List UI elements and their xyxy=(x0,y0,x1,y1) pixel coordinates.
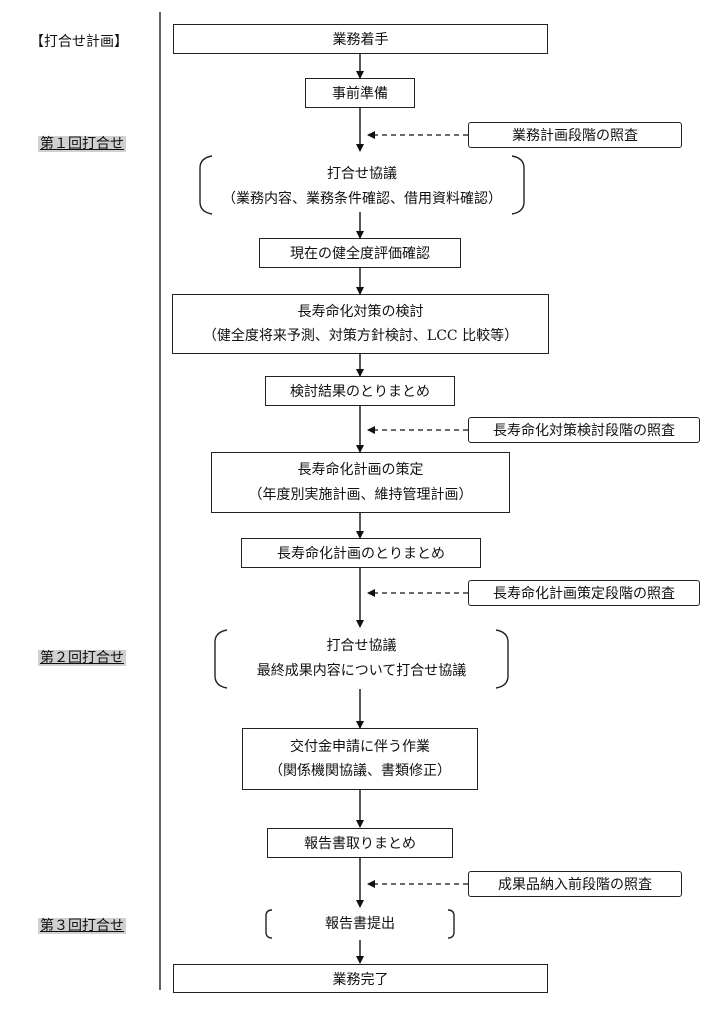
bracket-shapes xyxy=(199,155,525,939)
meeting-2-sub: 最終成果内容について打合せ協議 xyxy=(256,663,467,680)
plan-box: 長寿命化計画の策定 （年度別実施計画、維持管理計画） xyxy=(211,452,510,513)
plan-sub: （年度別実施計画、維持管理計画） xyxy=(248,486,473,503)
study-summary-label: 検討結果のとりまとめ xyxy=(290,384,430,400)
review-box-4: 成果品納入前段階の照査 xyxy=(468,871,682,897)
grant-title: 交付金申請に伴う作業 xyxy=(290,738,430,755)
review-4-label: 成果品納入前段階の照査 xyxy=(498,877,652,893)
meeting-1-title: 打合せ協議 xyxy=(327,166,397,182)
study-box: 長寿命化対策の検討 （健全度将来予測、対策方針検討、LCC 比較等） xyxy=(172,294,549,354)
review-box-1: 業務計画段階の照査 xyxy=(468,122,682,148)
report-box: 報告書取りまとめ xyxy=(267,828,453,858)
report-label: 報告書取りまとめ xyxy=(304,836,416,852)
plan-summary-box: 長寿命化計画のとりまとめ xyxy=(241,538,481,568)
study-summary-box: 検討結果のとりまとめ xyxy=(265,376,455,406)
plan-header-label: 【打合せ計画】 xyxy=(30,34,128,50)
start-box: 業務着手 xyxy=(173,24,548,54)
end-label: 業務完了 xyxy=(332,971,389,988)
review-2-label: 長寿命化対策検討段階の照査 xyxy=(493,423,675,439)
meeting-1-label: 第１回打合せ xyxy=(38,136,126,152)
study-title: 長寿命化対策の検討 xyxy=(297,303,424,320)
submit-content: 報告書提出 xyxy=(266,912,454,936)
study-sub: （健全度将来予測、対策方針検討、LCC 比較等） xyxy=(202,328,519,344)
health-box: 現在の健全度評価確認 xyxy=(259,238,461,268)
prep-label: 事前準備 xyxy=(332,86,388,102)
meeting-1-sub: （業務内容、業務条件確認、借用資料確認） xyxy=(222,191,502,208)
meeting-3-label: 第３回打合せ xyxy=(38,918,126,934)
grant-box: 交付金申請に伴う作業 （関係機関協議、書類修正） xyxy=(242,728,478,790)
prep-box: 事前準備 xyxy=(305,78,415,108)
review-connectors xyxy=(367,131,468,888)
review-3-label: 長寿命化計画策定段階の照査 xyxy=(493,586,675,602)
meeting-2-label: 第２回打合せ xyxy=(38,650,126,666)
review-box-2: 長寿命化対策検討段階の照査 xyxy=(468,417,700,443)
plan-summary-label: 長寿命化計画のとりまとめ xyxy=(277,546,445,562)
start-label: 業務着手 xyxy=(332,32,389,48)
health-label: 現在の健全度評価確認 xyxy=(290,246,430,262)
end-box: 業務完了 xyxy=(173,964,548,993)
meeting-2-title: 打合せ協議 xyxy=(326,638,397,654)
meeting-1-content: 打合せ協議 （業務内容、業務条件確認、借用資料確認） xyxy=(200,162,524,212)
review-box-3: 長寿命化計画策定段階の照査 xyxy=(468,580,700,606)
submit-label: 報告書提出 xyxy=(325,916,395,932)
review-1-label: 業務計画段階の照査 xyxy=(512,128,638,144)
meeting-2-content: 打合せ協議 最終成果内容について打合せ協議 xyxy=(215,634,508,684)
plan-title: 長寿命化計画の策定 xyxy=(297,462,424,478)
grant-sub: （関係機関協議、書類修正） xyxy=(269,763,451,779)
